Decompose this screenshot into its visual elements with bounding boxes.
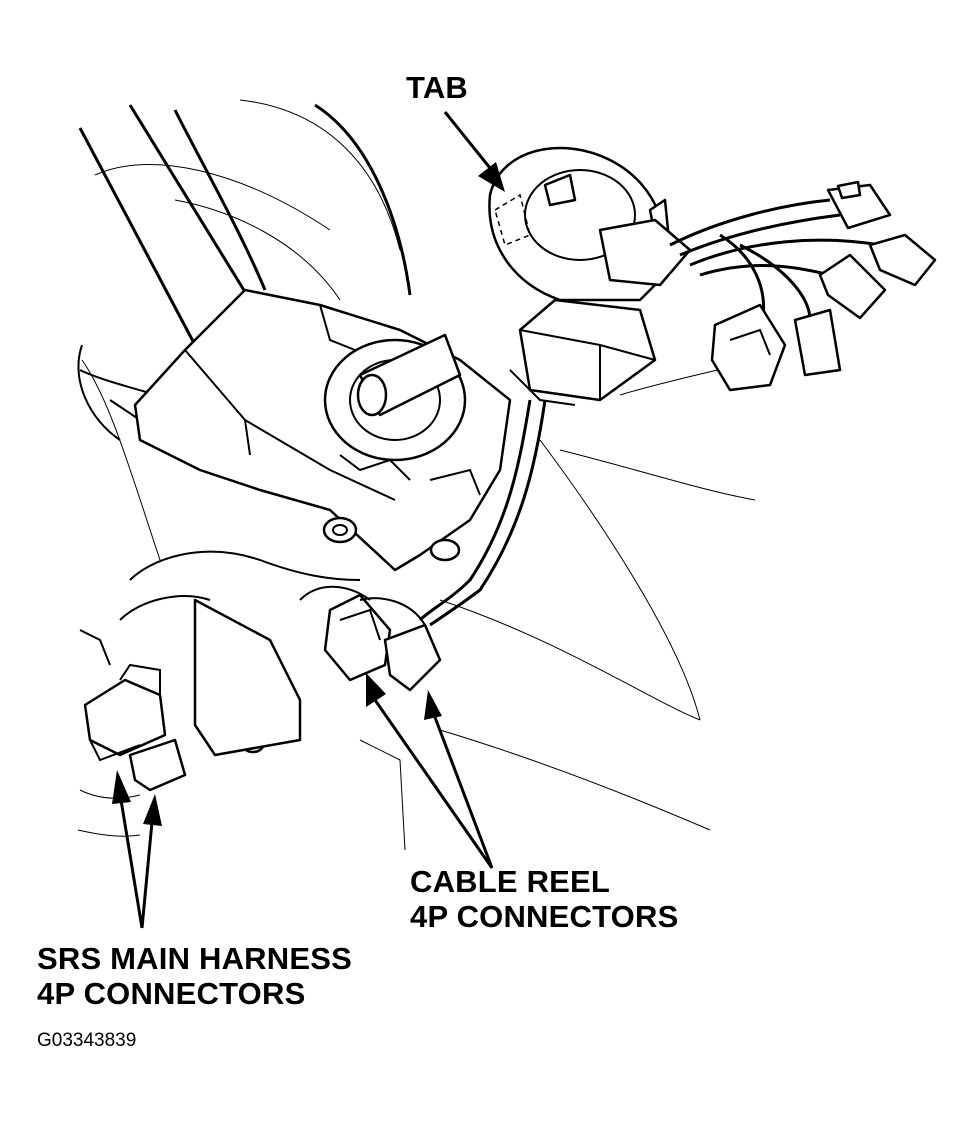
background-contours	[77, 99, 761, 851]
cable-reel-label-line2: 4P CONNECTORS	[410, 899, 679, 934]
srs-main-harness-label: SRS MAIN HARNESS 4P CONNECTORS	[37, 941, 352, 1011]
harness-connectors	[710, 180, 937, 392]
cable-reel-label-line1: CABLE REEL	[410, 864, 611, 899]
tab-leader-arrow	[443, 111, 505, 192]
cable-reel-label: CABLE REEL 4P CONNECTORS	[410, 864, 678, 934]
cable-reel	[488, 146, 692, 406]
srs-main-harness-label-line1: SRS MAIN HARNESS	[37, 941, 352, 976]
cable-reel-4p-connectors	[323, 593, 442, 692]
figure-id: G03343839	[37, 1030, 137, 1051]
srs-main-leader-arrows	[112, 770, 162, 929]
srs-main-harness-label-line2: 4P CONNECTORS	[37, 976, 306, 1011]
switch-body	[119, 288, 512, 757]
cable-reel-leader-arrows	[366, 673, 494, 869]
tab-label-text: TAB	[406, 70, 469, 105]
srs-main-harness-connectors	[79, 629, 187, 792]
tab-label: TAB	[406, 70, 468, 105]
cable-reel-harness	[418, 198, 881, 627]
